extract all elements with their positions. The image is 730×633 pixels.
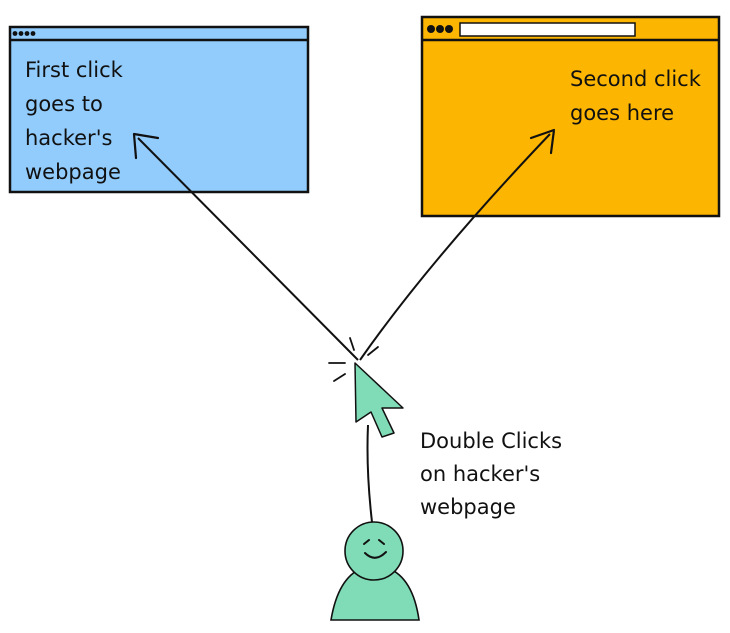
user-action-label-line: webpage (420, 495, 516, 519)
first-window-body (8, 25, 310, 194)
first-window-label-line: webpage (25, 160, 121, 184)
second-window-label-line: goes here (570, 101, 674, 125)
second-window-label: Second click goes here (570, 67, 708, 125)
user-action-label: Double Clicks on hacker's webpage (420, 429, 569, 519)
person-head (344, 521, 404, 581)
first-window-label: First click goes to hacker's webpage (25, 58, 129, 184)
arrow-to-first-window (132, 132, 359, 361)
first-window-label-line: hacker's (25, 126, 112, 150)
second-window-address-bar (459, 22, 636, 37)
first-window-controls (12, 31, 36, 36)
click-burst-icon (328, 337, 379, 382)
user-action-label-line: Double Clicks (420, 429, 562, 453)
mouse-pointer-icon (354, 362, 404, 438)
first-window-label-line: goes to (25, 92, 103, 116)
person-icon (330, 521, 420, 621)
person-face (363, 539, 387, 559)
arrow-to-second-window (359, 128, 556, 361)
person-to-cursor-line (366, 424, 373, 523)
user-action-label-line: on hacker's (420, 462, 540, 486)
second-window-controls (427, 25, 453, 33)
second-window: Second click goes here (420, 15, 721, 218)
second-window-body (420, 15, 721, 218)
second-window-label-line: Second click (570, 67, 702, 91)
first-window-label-line: First click (25, 58, 124, 82)
first-window: First click goes to hacker's webpage (8, 25, 310, 194)
